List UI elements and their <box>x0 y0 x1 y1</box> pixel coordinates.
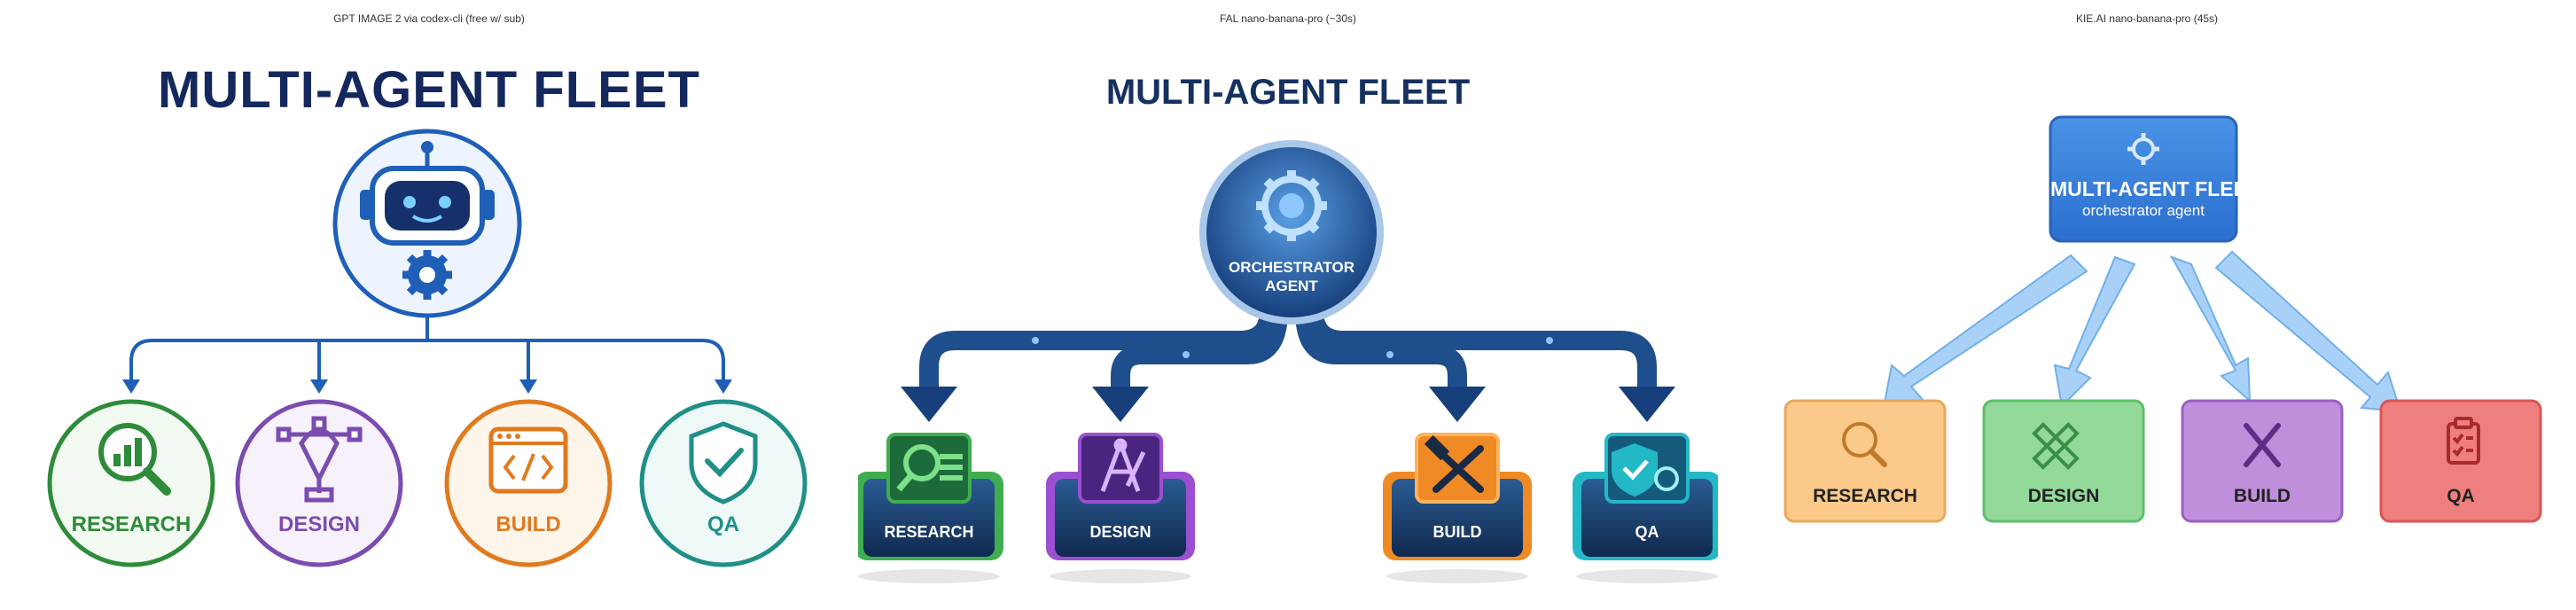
node-label-design: DESIGN <box>2027 486 2100 506</box>
magnifier-icon <box>903 444 941 481</box>
arrowheads <box>122 379 732 394</box>
diagram-title: MULTI-AGENT FLEET <box>1105 73 1471 112</box>
gear-icon <box>2127 133 2159 165</box>
diagram-title: MULTI-AGENT FLEET <box>158 61 700 119</box>
node-build <box>2181 399 2344 523</box>
gear-brain-icon <box>1256 170 1327 241</box>
card-label-design: DESIGN <box>1089 523 1151 541</box>
node-label-qa: QA <box>2447 486 2475 506</box>
pen-tool-icon <box>276 416 363 503</box>
node-research <box>1784 399 1947 523</box>
tools-icon <box>2244 423 2281 467</box>
shield-check-icon <box>689 421 758 504</box>
diagram-graphic <box>47 129 808 567</box>
node-label-design: DESIGN <box>277 512 360 536</box>
node-label-build: BUILD <box>2233 486 2291 506</box>
arrowheads <box>901 387 1675 422</box>
panel-caption: FAL nano-banana-pro (~30s) <box>1220 12 1356 25</box>
card-build <box>1383 433 1532 583</box>
gear-icon <box>402 250 452 300</box>
diagram-graphic <box>858 140 1718 583</box>
panel-gpt-image: GPT IMAGE 2 via codex-cli (free w/ sub) … <box>0 0 858 610</box>
compass-pencil-icon <box>1100 438 1146 492</box>
node-qa <box>2379 399 2542 523</box>
clipboard-check-icon <box>2447 417 2480 465</box>
card-label-build: BUILD <box>1432 523 1482 541</box>
robot-orchestrator-node <box>332 129 522 318</box>
node-label-research: RESEARCH <box>1813 486 1917 506</box>
magnifier-chart-icon <box>98 423 171 496</box>
card-label-qa: QA <box>1635 523 1659 541</box>
pencil-ruler-icon <box>2032 422 2080 470</box>
card-label-research: RESEARCH <box>884 523 974 541</box>
card-research <box>858 433 1003 583</box>
node-design <box>1982 399 2145 523</box>
orchestrator-orb <box>1199 140 1384 325</box>
orchestrator-label-line1: ORCHESTRATOR <box>1229 259 1354 276</box>
node-research <box>47 399 215 567</box>
panel-kie: KIE.AI nano-banana-pro (45s) <box>1718 0 2576 610</box>
diagram-graphic <box>1784 115 2542 523</box>
orchestrator-box <box>2049 115 2238 243</box>
arrow-connectors <box>1883 250 2402 413</box>
panel-caption: KIE.AI nano-banana-pro (45s) <box>2075 12 2219 25</box>
node-label-qa: QA <box>707 512 739 536</box>
panel-caption: GPT IMAGE 2 via codex-cli (free w/ sub) <box>333 12 525 25</box>
orchestrator-title: MULTI-AGENT FLEET <box>2050 177 2260 200</box>
node-label-research: RESEARCH <box>71 512 191 536</box>
node-design <box>235 399 403 567</box>
node-build <box>444 399 613 567</box>
robot-icon <box>360 141 495 246</box>
node-qa <box>639 399 808 567</box>
pipe-connectors <box>919 309 1657 390</box>
orchestrator-subtitle: orchestrator agent <box>2082 202 2205 219</box>
orchestrator-label-line2: AGENT <box>1265 278 1318 294</box>
connector-lines <box>129 316 725 381</box>
magnifier-icon <box>1842 422 1887 467</box>
code-window-icon <box>488 426 568 494</box>
card-qa <box>1573 433 1718 583</box>
card-design <box>1046 433 1195 583</box>
shield-check-icon <box>1612 443 1658 497</box>
panel-fal: FAL nano-banana-pro (~30s) MULTI-AGENT F… <box>858 0 1718 610</box>
pipe-glow-dots <box>1032 337 1553 358</box>
node-label-build: BUILD <box>496 512 561 536</box>
